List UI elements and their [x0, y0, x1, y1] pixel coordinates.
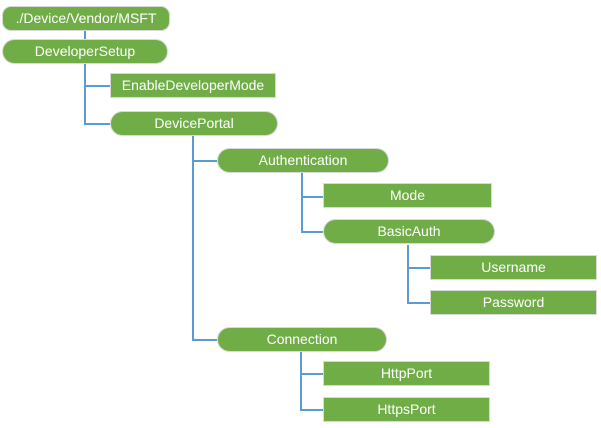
- node-developer-setup: DeveloperSetup: [2, 39, 168, 64]
- connector-developersetup-trunk: [84, 64, 86, 125]
- connector-branch-httpsport: [300, 409, 323, 411]
- node-authentication: Authentication: [217, 148, 389, 173]
- node-mode: Mode: [323, 183, 492, 208]
- node-basic-auth: BasicAuth: [323, 219, 495, 244]
- connector-basicauth-trunk: [407, 245, 409, 304]
- connector-branch-connection: [192, 339, 217, 341]
- connector-root-to-developersetup: [84, 31, 86, 40]
- node-enable-developer-mode: EnableDeveloperMode: [110, 73, 276, 98]
- node-https-port: HttpsPort: [323, 397, 490, 422]
- node-http-port: HttpPort: [323, 361, 490, 386]
- connector-branch-deviceportal: [84, 123, 110, 125]
- connector-branch-httpport: [300, 373, 323, 375]
- node-connection: Connection: [217, 327, 387, 352]
- node-username: Username: [430, 255, 597, 280]
- connector-branch-authentication: [192, 160, 217, 162]
- connector-branch-mode: [301, 196, 323, 198]
- connector-branch-password: [407, 302, 430, 304]
- connector-connection-trunk: [300, 352, 302, 411]
- connector-branch-username: [407, 267, 430, 269]
- connector-authentication-trunk: [301, 173, 303, 233]
- connector-branch-basicauth: [301, 231, 323, 233]
- node-device-portal: DevicePortal: [110, 111, 278, 136]
- node-root: ./Device/Vendor/MSFT: [2, 6, 170, 31]
- connector-deviceportal-trunk: [192, 136, 194, 341]
- node-password: Password: [430, 290, 597, 315]
- connector-branch-enabledevelopermode: [84, 85, 110, 87]
